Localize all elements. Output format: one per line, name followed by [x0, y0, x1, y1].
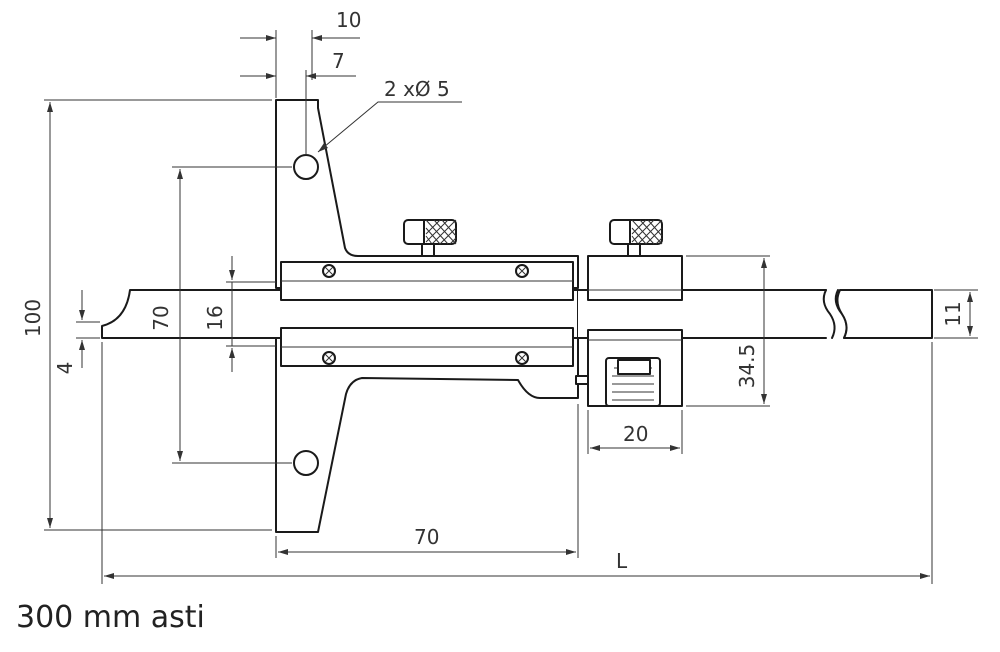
depth-gauge-technical-drawing: 10 7 2 xØ 5 100 70 16 4 [21, 8, 978, 584]
dim-height-total: 100 [21, 299, 45, 337]
screw-icon [322, 264, 529, 365]
dimensions: 10 7 2 xØ 5 100 70 16 4 [21, 8, 978, 584]
dim-top-offset: 7 [332, 49, 345, 73]
mounting-hole-lower [293, 450, 319, 476]
caption: 300 mm asti [16, 600, 205, 635]
dim-hole-spacing: 70 [149, 305, 173, 330]
dim-clamp-width: 20 [623, 422, 648, 446]
guide-plates [280, 261, 574, 367]
dim-clamp-height: 34.5 [735, 344, 759, 389]
clamp-block [575, 255, 683, 407]
dim-beam-small: 4 [53, 362, 77, 375]
dim-top-width: 10 [336, 8, 361, 32]
dim-base-length: 70 [414, 525, 439, 549]
dim-slot: 16 [203, 305, 227, 330]
dim-length: L [616, 549, 628, 573]
dim-holes: 2 xØ 5 [384, 77, 450, 101]
knurled-knob-icon [403, 219, 663, 257]
mounting-hole-upper [293, 154, 319, 180]
dim-beam-height: 11 [941, 301, 965, 326]
